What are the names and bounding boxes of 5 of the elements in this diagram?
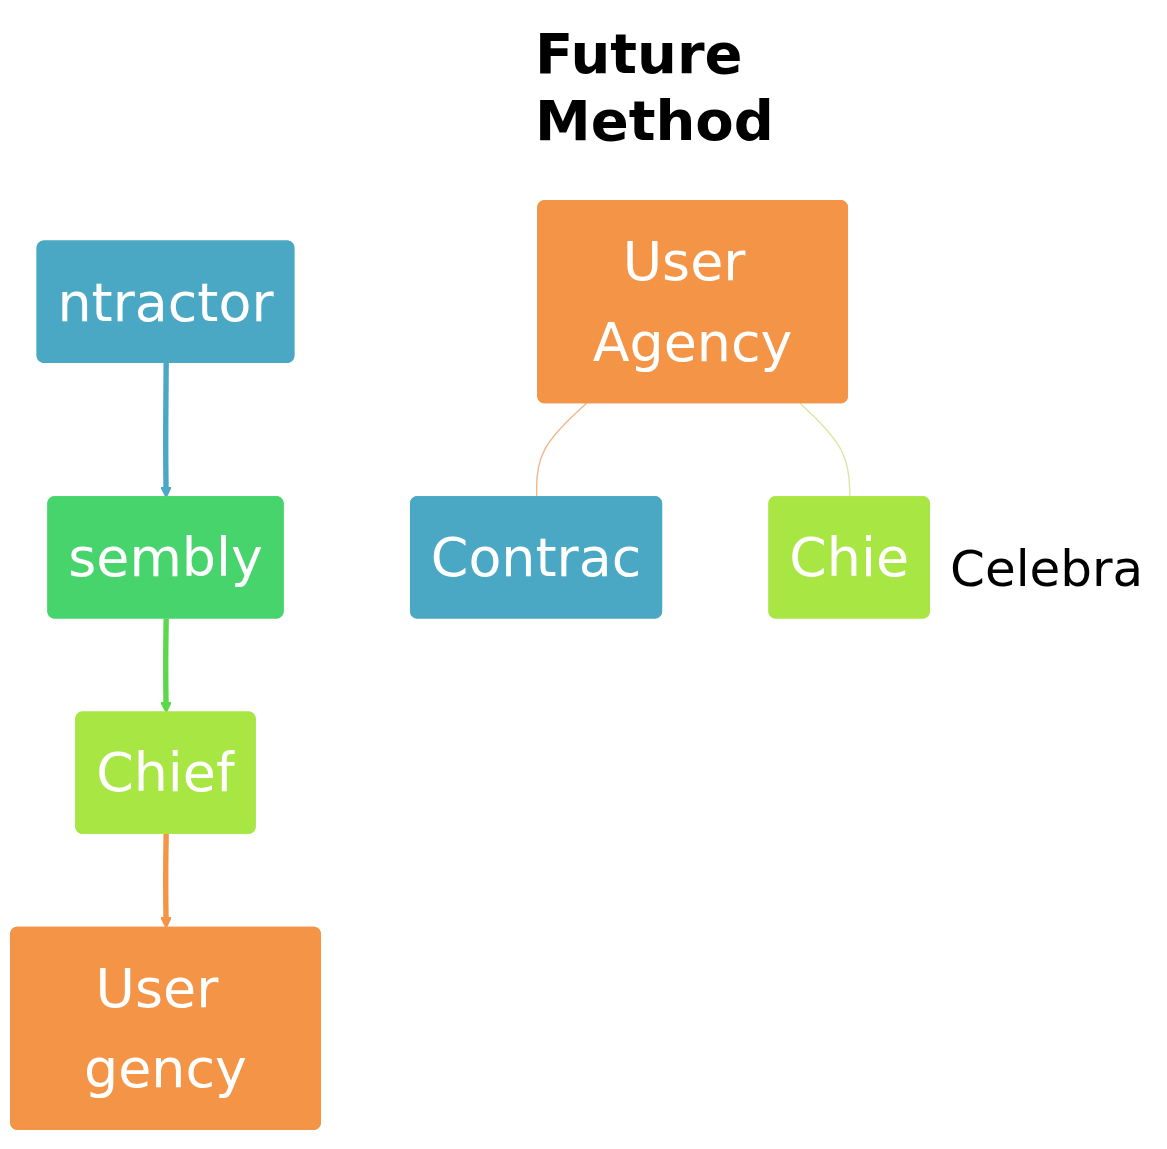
arrow <box>160 618 172 714</box>
title: Future Method <box>535 20 775 155</box>
arrow <box>160 833 172 929</box>
note-text: Celebra <box>950 540 1144 598</box>
arrow <box>160 362 172 498</box>
